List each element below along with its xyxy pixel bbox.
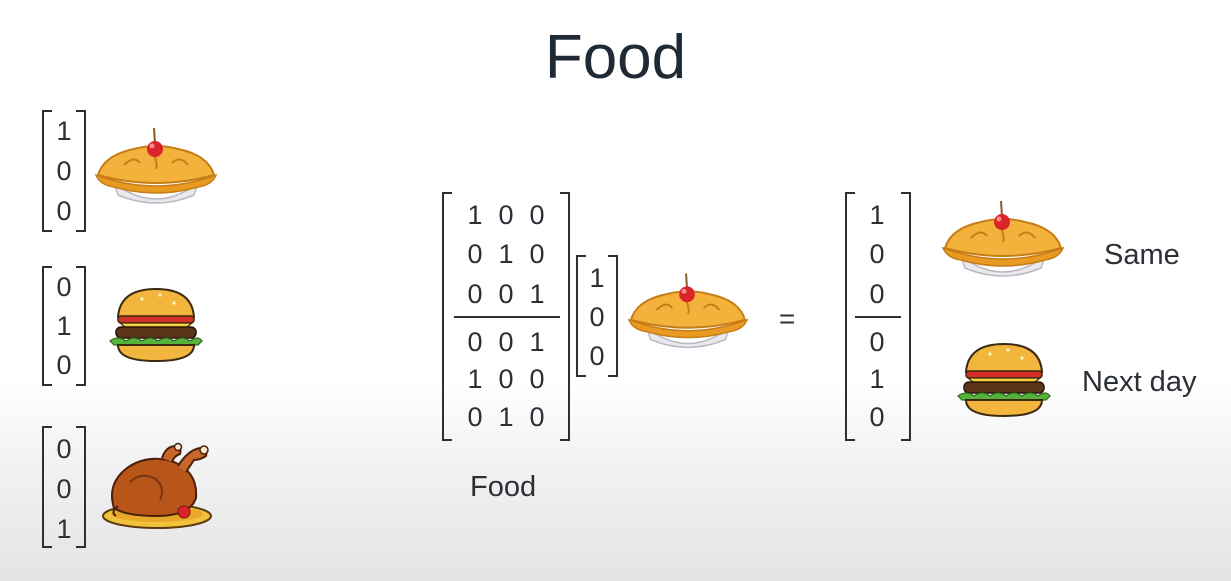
- matrix-cell: 0: [529, 364, 545, 394]
- right-bracket: [560, 192, 570, 441]
- vector-cell: 1: [56, 311, 72, 341]
- vector-cell: 0: [869, 327, 885, 357]
- equals-sign: =: [779, 303, 796, 334]
- result-label-same: Same: [1104, 239, 1180, 271]
- matrix-cell: 0: [467, 239, 483, 269]
- vector-cell: 1: [869, 200, 885, 230]
- vector-cell: 0: [589, 341, 605, 371]
- roast-chicken-icon: [102, 442, 212, 529]
- one-hot-vector-burger: 0 1 0: [42, 266, 86, 386]
- right-bracket: [901, 192, 911, 441]
- pie-icon: [94, 127, 218, 204]
- transition-matrix: 1 0 0 0 1 0 0 0 1 0 0 1 1 0 0 0 1 0: [442, 192, 570, 441]
- matrix-cell: 0: [498, 200, 514, 230]
- matrix-cell: 0: [467, 279, 483, 309]
- vector-cell: 0: [56, 474, 72, 504]
- left-bracket: [576, 255, 586, 377]
- matrix-cell: 1: [529, 327, 545, 357]
- matrix-cell: 0: [467, 402, 483, 432]
- vector-cell: 0: [589, 302, 605, 332]
- right-bracket: [608, 255, 618, 377]
- matrix-cell: 0: [529, 200, 545, 230]
- matrix-cell: 1: [498, 239, 514, 269]
- matrix-cell: 1: [529, 279, 545, 309]
- vector-cell: 1: [56, 514, 72, 544]
- burger-icon: [109, 287, 203, 363]
- matrix-cell: 0: [529, 239, 545, 269]
- left-bracket: [42, 110, 52, 232]
- vector-cell: 0: [56, 196, 72, 226]
- right-bracket: [76, 426, 86, 548]
- result-label-next-day: Next day: [1082, 366, 1197, 398]
- left-bracket: [42, 266, 52, 386]
- matrix-cell: 0: [467, 327, 483, 357]
- right-bracket: [76, 110, 86, 232]
- input-vector: 1 0 0: [576, 255, 618, 377]
- vector-cell: 0: [56, 156, 72, 186]
- pie-icon: [941, 200, 1065, 277]
- result-vector: 1 0 0 0 1 0: [845, 192, 911, 441]
- left-bracket: [42, 426, 52, 548]
- right-bracket: [76, 266, 86, 386]
- page-title: Food: [544, 23, 687, 92]
- pie-icon: [627, 273, 749, 349]
- matrix-cell: 1: [467, 364, 483, 394]
- matrix-label: Food: [470, 471, 537, 503]
- vector-cell: 0: [56, 350, 72, 380]
- one-hot-vector-chicken: 0 0 1: [42, 426, 86, 548]
- vector-cell: 1: [56, 116, 72, 146]
- matrix-cell: 0: [498, 364, 514, 394]
- matrix-divider: [454, 316, 560, 318]
- vector-cell: 0: [869, 402, 885, 432]
- vector-cell: 0: [869, 279, 885, 309]
- vector-divider: [855, 316, 901, 318]
- one-hot-vector-pie: 1 0 0: [42, 110, 86, 232]
- matrix-cell: 1: [467, 200, 483, 230]
- left-bracket: [442, 192, 452, 441]
- vector-cell: 0: [56, 434, 72, 464]
- vector-cell: 0: [869, 239, 885, 269]
- left-bracket: [845, 192, 855, 441]
- vector-cell: 1: [869, 364, 885, 394]
- matrix-cell: 0: [498, 327, 514, 357]
- matrix-cell: 1: [498, 402, 514, 432]
- matrix-cell: 0: [529, 402, 545, 432]
- burger-icon: [957, 342, 1051, 418]
- vector-cell: 1: [589, 263, 605, 293]
- matrix-cell: 0: [498, 279, 514, 309]
- vector-cell: 0: [56, 272, 72, 302]
